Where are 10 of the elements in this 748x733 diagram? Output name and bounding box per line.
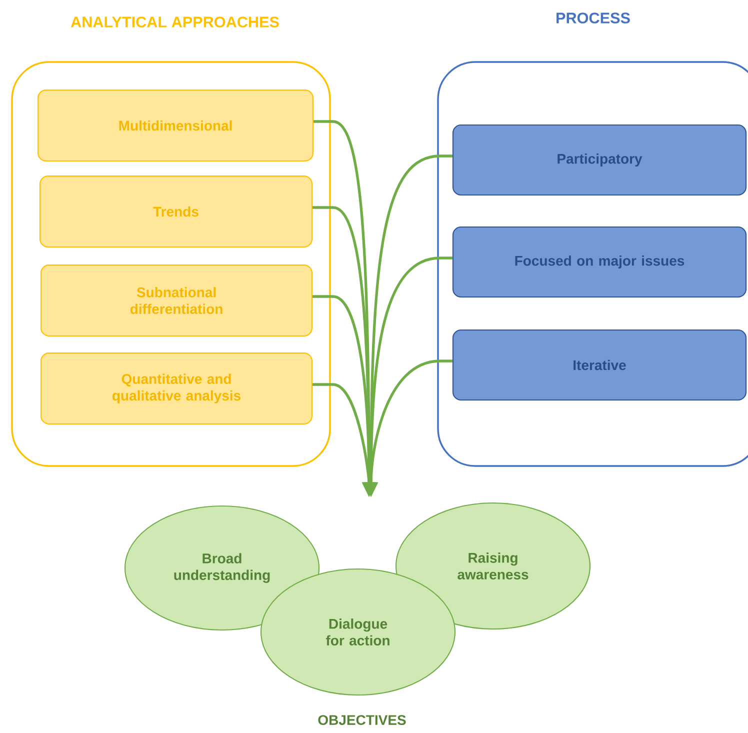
- process-box: Quantitative and qualitative analysis: [40, 352, 312, 424]
- process-box: Multidimensional: [38, 90, 314, 162]
- process-box: Participatory: [452, 124, 747, 196]
- section-heading: OBJECTIVES: [318, 715, 406, 725]
- group-heading: PROCESS: [556, 12, 630, 24]
- group-heading: ANALYTICAL APPROACHES: [70, 16, 279, 28]
- process-box: Iterative: [452, 329, 747, 401]
- process-box: Focused on major issues: [452, 226, 747, 298]
- process-box: Trends: [39, 176, 313, 248]
- process-box: Subnational differentiation: [40, 264, 312, 336]
